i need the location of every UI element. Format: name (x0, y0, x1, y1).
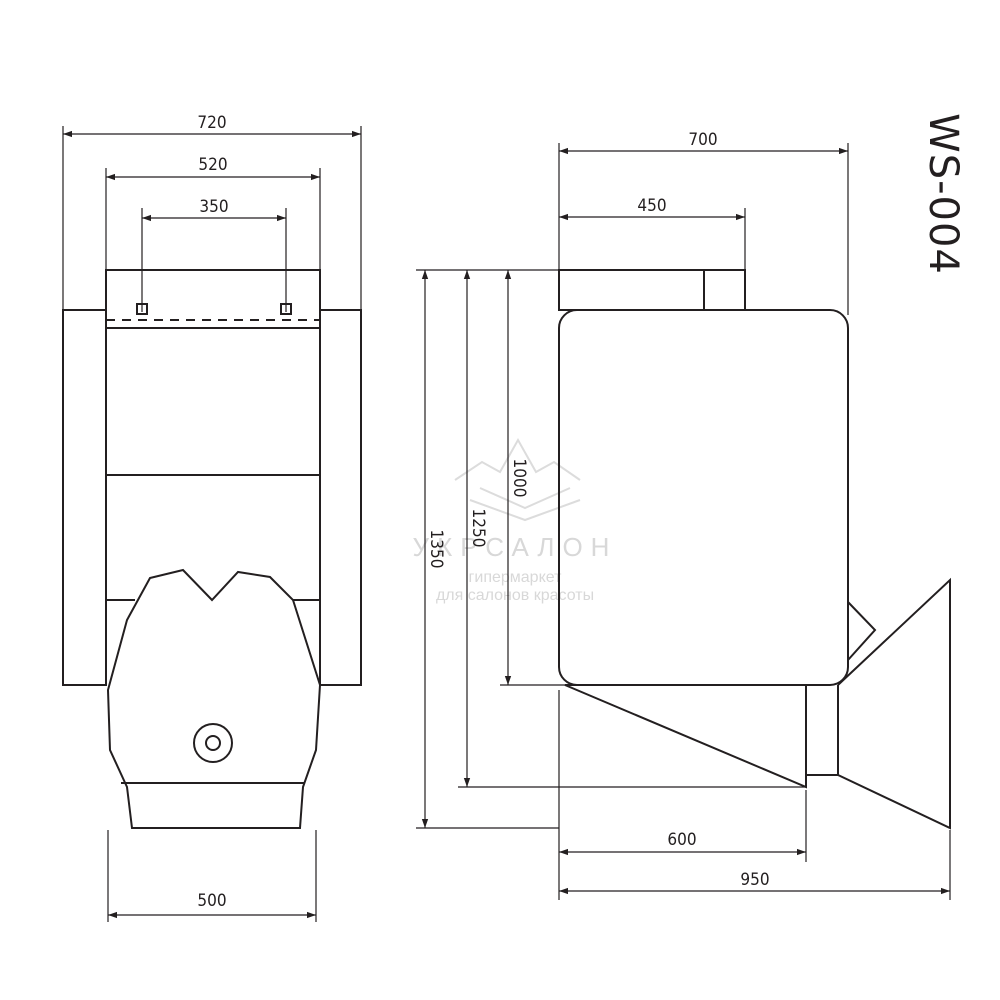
side-base-wedge (564, 684, 807, 789)
watermark-line1: гипермаркет (469, 569, 563, 586)
watermark-crown-logo (454, 437, 581, 522)
dimension-label-450: 450 (637, 196, 666, 216)
dimension-label-720: 720 (197, 113, 226, 133)
dimension-label-1250: 1250 (468, 509, 488, 548)
dimension-label-350: 350 (199, 197, 228, 217)
dimension-label-500: 500 (197, 891, 226, 911)
dimension-label-1000: 1000 (509, 459, 529, 498)
left-side-panel (62, 309, 107, 686)
side-cabinet (558, 309, 849, 686)
side-view: 700 450 600 950 1350 1250 1000 (416, 130, 951, 900)
drain-inner (205, 735, 221, 751)
side-bowl-profile (806, 577, 951, 830)
drain-outer (193, 723, 233, 763)
right-side-panel (319, 309, 362, 686)
model-label: WS-004 (920, 113, 966, 275)
dimension-label-1350: 1350 (426, 530, 446, 569)
dimension-label-520: 520 (198, 155, 227, 175)
mount-bolt-left (136, 303, 148, 315)
dimension-label-600: 600 (667, 830, 696, 850)
side-mount-plate (558, 269, 746, 311)
mount-bolt-right (280, 303, 292, 315)
wall-mount-plate (105, 269, 321, 329)
bowl-support-bracket (847, 601, 877, 661)
dimension-label-950: 950 (740, 870, 769, 890)
front-view: 720 520 350 500 (62, 113, 362, 922)
dimension-label-700: 700 (688, 130, 717, 150)
watermark-line2: для салонов красоты (436, 587, 594, 604)
wash-bowl (106, 568, 322, 829)
